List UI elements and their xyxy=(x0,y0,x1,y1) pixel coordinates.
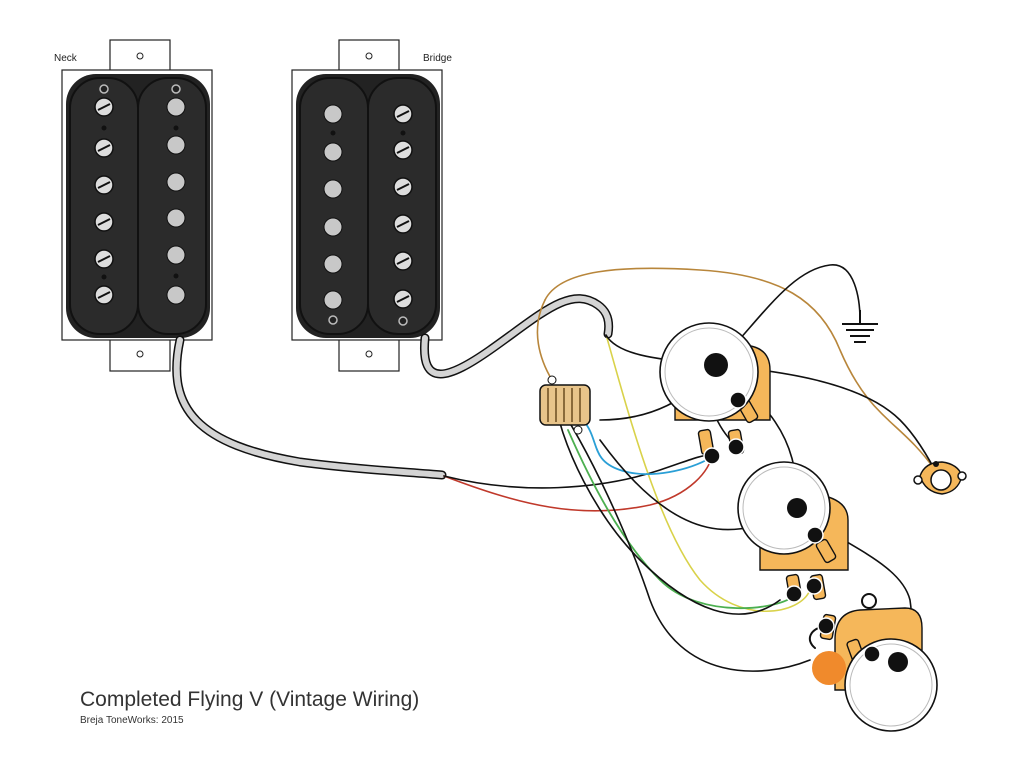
neck-humbucker xyxy=(61,39,213,372)
diagram-credit: Breja ToneWorks: 2015 xyxy=(80,715,184,726)
bridge-pickup-label: Bridge xyxy=(423,53,452,64)
ground-symbol-icon xyxy=(842,310,878,343)
yellow-wire xyxy=(606,337,811,612)
neck-red-wire xyxy=(443,454,713,512)
pot-volume-upper xyxy=(659,322,771,465)
bridge-shielded-lead xyxy=(419,294,614,379)
green-wire xyxy=(567,429,796,610)
ground-wire xyxy=(715,264,861,366)
neck-slug-poles xyxy=(166,84,186,305)
tan-wire xyxy=(544,267,936,471)
output-jack xyxy=(913,461,967,495)
neck-black-wire xyxy=(443,454,713,489)
bridge-humbucker xyxy=(291,39,443,372)
neck-pickup-label: Neck xyxy=(54,53,77,64)
blue-wire xyxy=(582,419,713,475)
bridge-slug-poles xyxy=(323,104,343,325)
diagram-title: Completed Flying V (Vintage Wiring) xyxy=(80,688,420,711)
long-black-wire xyxy=(551,394,811,672)
neck-shielded-lead xyxy=(172,335,447,480)
wires xyxy=(172,264,941,672)
pickup-selector-switch xyxy=(539,375,591,435)
pot-volume-middle xyxy=(737,461,849,603)
tone-capacitor xyxy=(812,651,846,685)
bridge-screw-poles xyxy=(393,104,413,326)
pot-tone-lower xyxy=(817,593,938,732)
neck-screw-poles xyxy=(94,84,114,305)
